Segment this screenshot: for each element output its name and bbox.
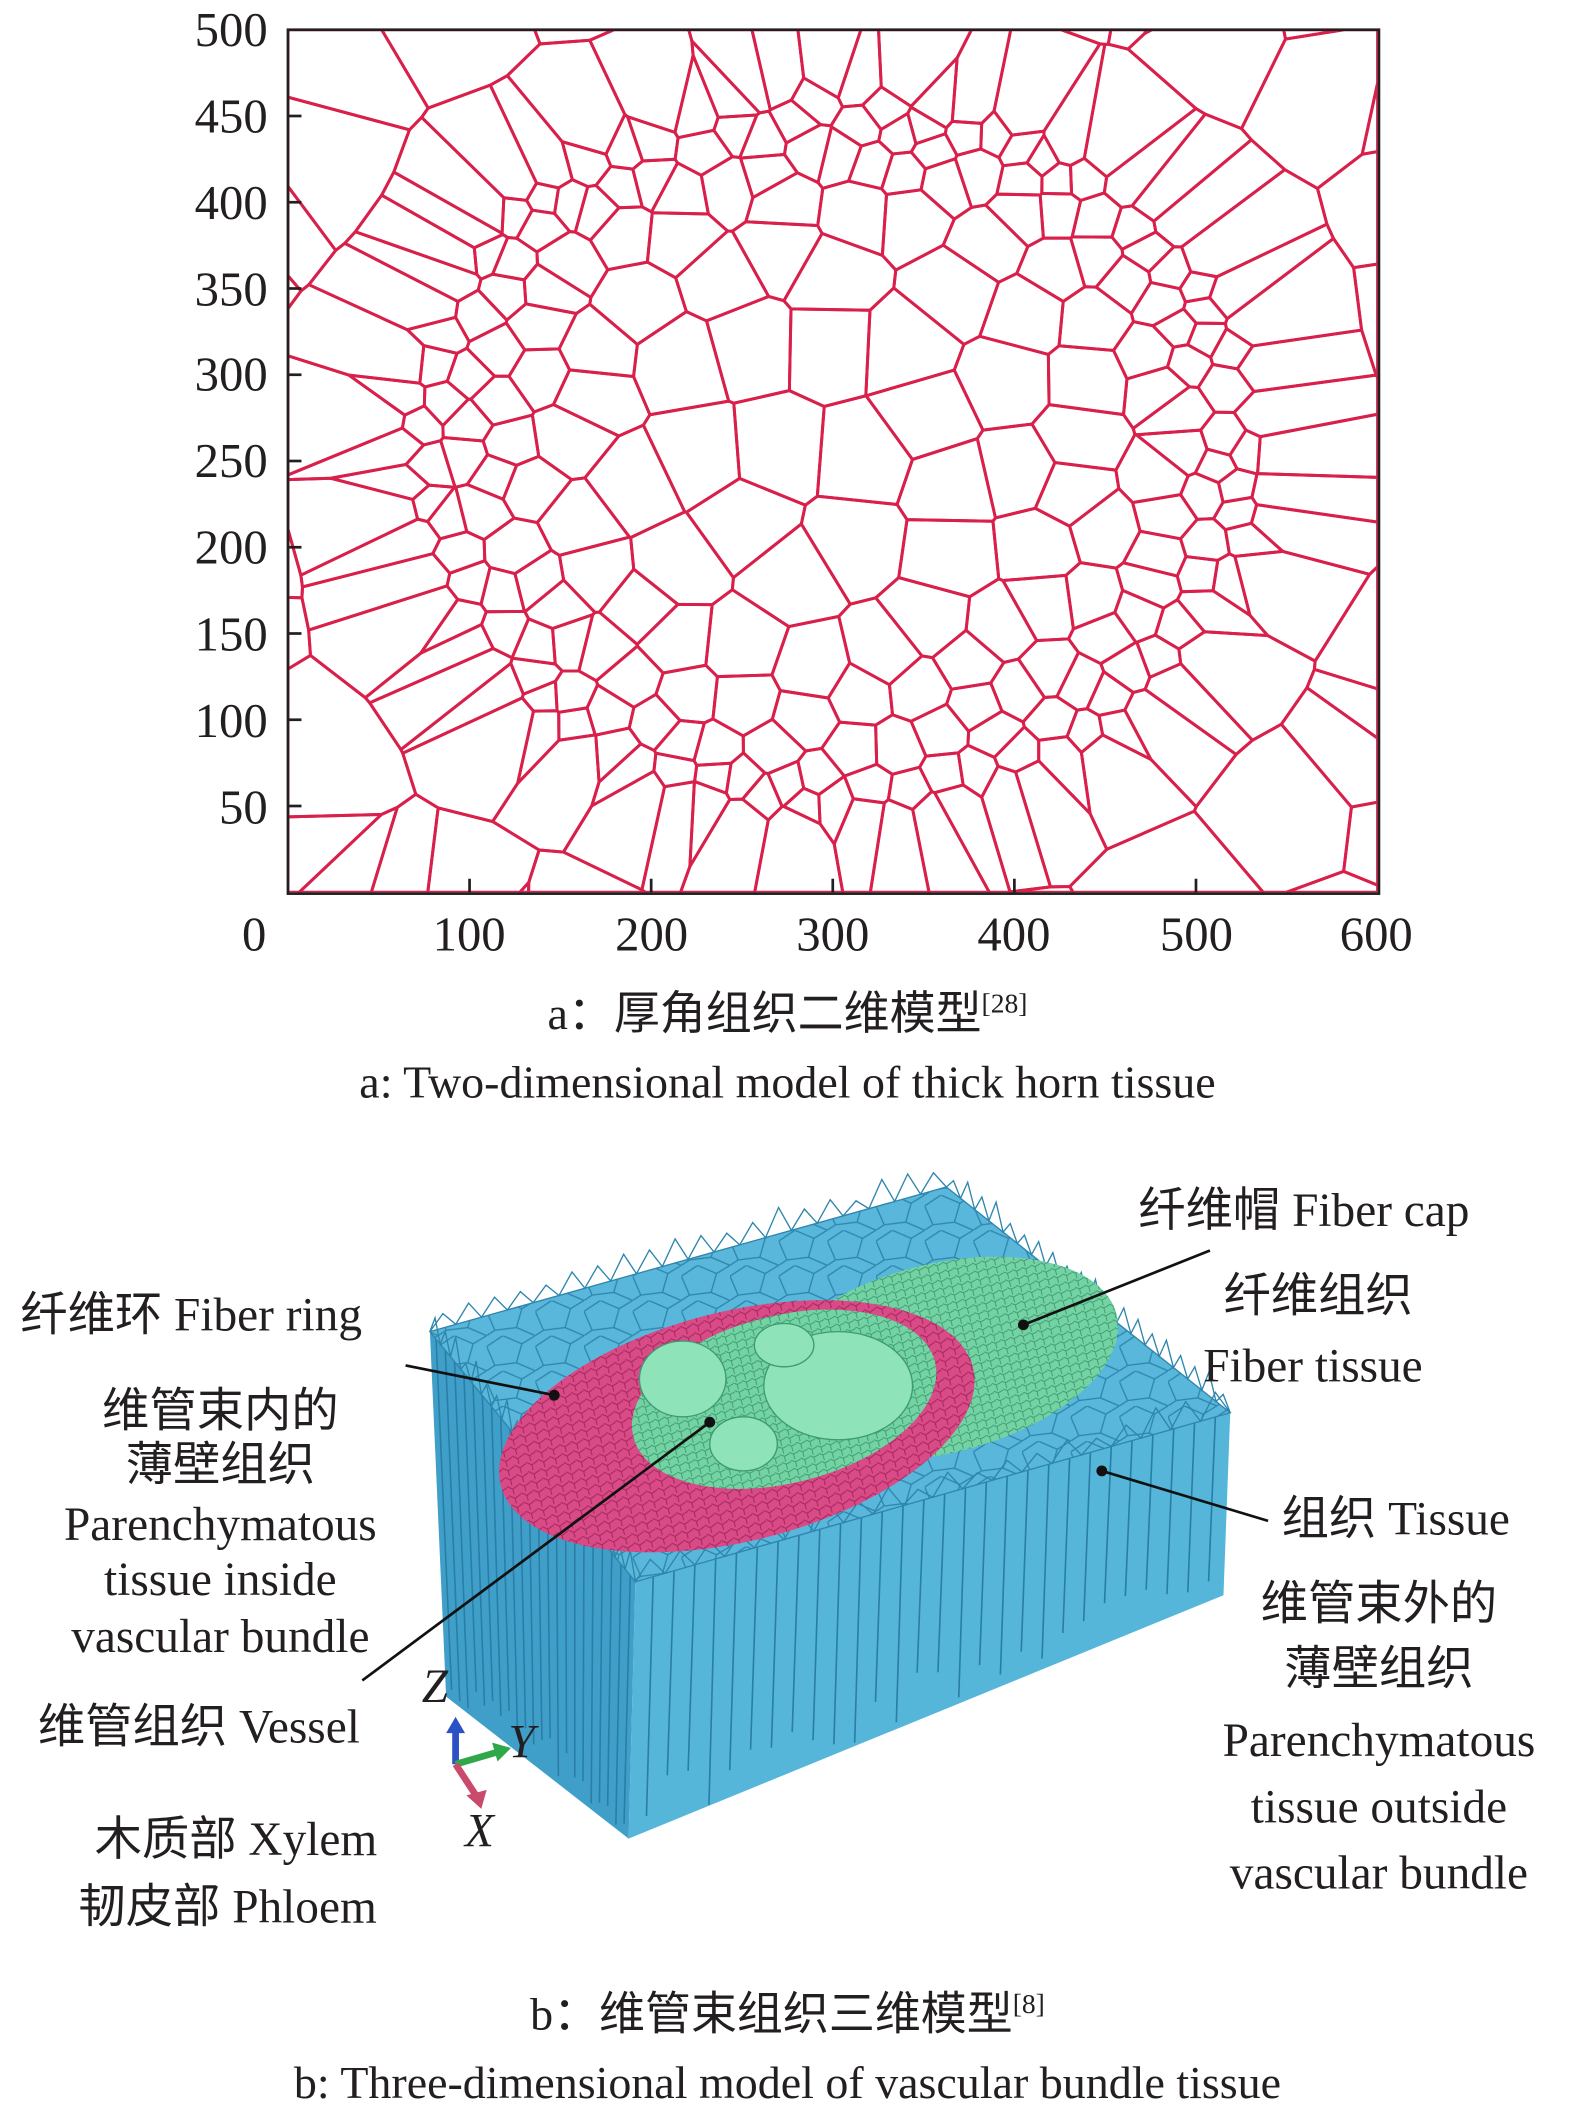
y-axis-arrow	[456, 1752, 498, 1764]
z-arrowhead-icon	[446, 1717, 465, 1733]
x-axis-arrow	[456, 1764, 476, 1795]
label-paren-inside-en1: Parenchymatous	[64, 1501, 377, 1548]
prism-edge	[583, 1519, 584, 1781]
vessel	[639, 1341, 726, 1417]
vessel	[710, 1417, 778, 1471]
label-paren-outside-en3: vascular bundle	[1230, 1849, 1528, 1896]
caption-b-en: b: Three-dimensional model of vascular b…	[0, 2062, 1575, 2108]
label-paren-inside-en2: tissue inside	[104, 1556, 337, 1603]
label-tissue: 组织 Tissue	[1282, 1495, 1510, 1542]
label-fiber-tissue-cn: 纤维组织	[1223, 1272, 1412, 1319]
caption-b-ref: [8]	[1013, 1990, 1045, 2020]
label-paren-outside-cn1: 维管束外的	[1261, 1580, 1498, 1627]
caption-b-cn-text: b：维管束组织三维模型	[530, 1990, 1013, 2040]
label-paren-outside-en2: tissue outside	[1251, 1783, 1507, 1830]
label-fiber-ring: 纤维环 Fiber ring	[20, 1291, 362, 1338]
label-paren-outside-en1: Parenchymatous	[1223, 1717, 1536, 1764]
label-xylem: 木质部 Xylem	[95, 1816, 378, 1863]
label-vessel: 维管组织 Vessel	[38, 1703, 360, 1750]
caption-b-cn: b：维管束组织三维模型[8]	[0, 1991, 1575, 2039]
vessel	[754, 1324, 813, 1367]
axis-label-x: X	[465, 1807, 494, 1854]
axis-label-z: Z	[422, 1663, 448, 1710]
label-paren-inside-cn1: 维管束内的	[102, 1387, 339, 1434]
label-fiber-cap: 纤维帽 Fiber cap	[1138, 1187, 1469, 1234]
label-paren-inside-en3: vascular bundle	[71, 1613, 369, 1660]
label-fiber-tissue-en: Fiber tissue	[1203, 1342, 1422, 1389]
label-phloem: 韧皮部 Phloem	[78, 1883, 376, 1930]
label-paren-inside-cn2: 薄壁组织	[126, 1441, 315, 1488]
axis-label-y: Y	[508, 1718, 534, 1765]
label-paren-outside-cn2: 薄壁组织	[1284, 1645, 1473, 1692]
